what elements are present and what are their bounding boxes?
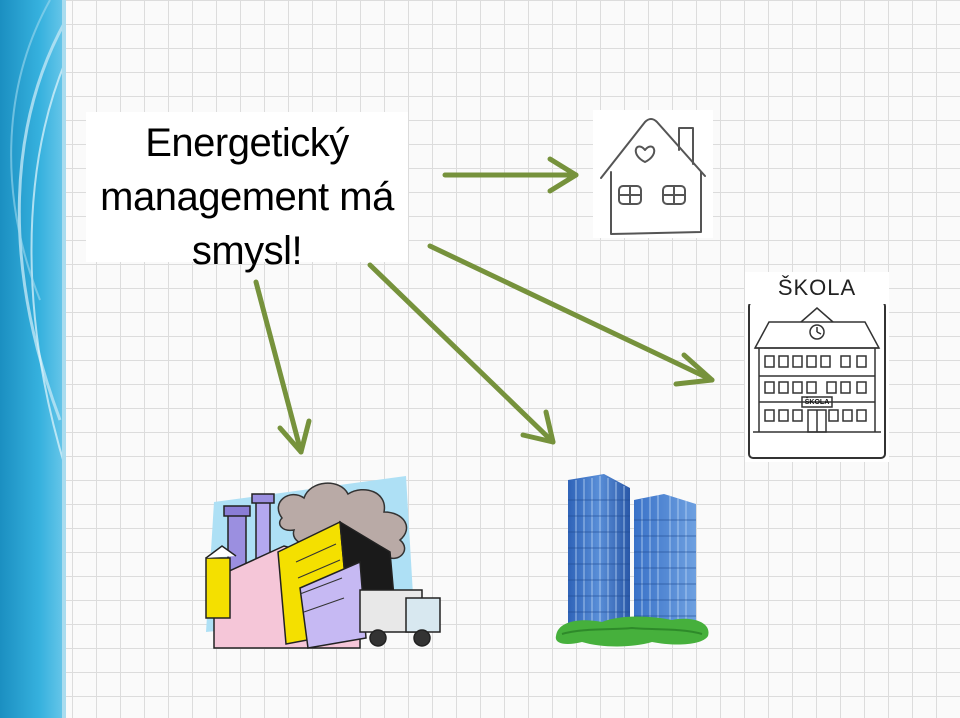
title-box: Energetický management má smysl! [86,112,408,273]
factory-icon [205,476,441,649]
arrow-icon [442,156,579,194]
school-picture: ŠKOLA ŠKOLA [745,272,889,462]
slide-title: Energetický management má smysl! [100,121,394,273]
arrow-icon [427,243,715,387]
arrow-icon [253,279,312,455]
arrow-icon [367,262,556,445]
school-label: ŠKOLA [745,272,889,304]
decorative-side-band [0,0,66,718]
house-icon [593,110,713,238]
office-buildings-icon [555,474,709,647]
school-door-sign: ŠKOLA [804,399,830,406]
